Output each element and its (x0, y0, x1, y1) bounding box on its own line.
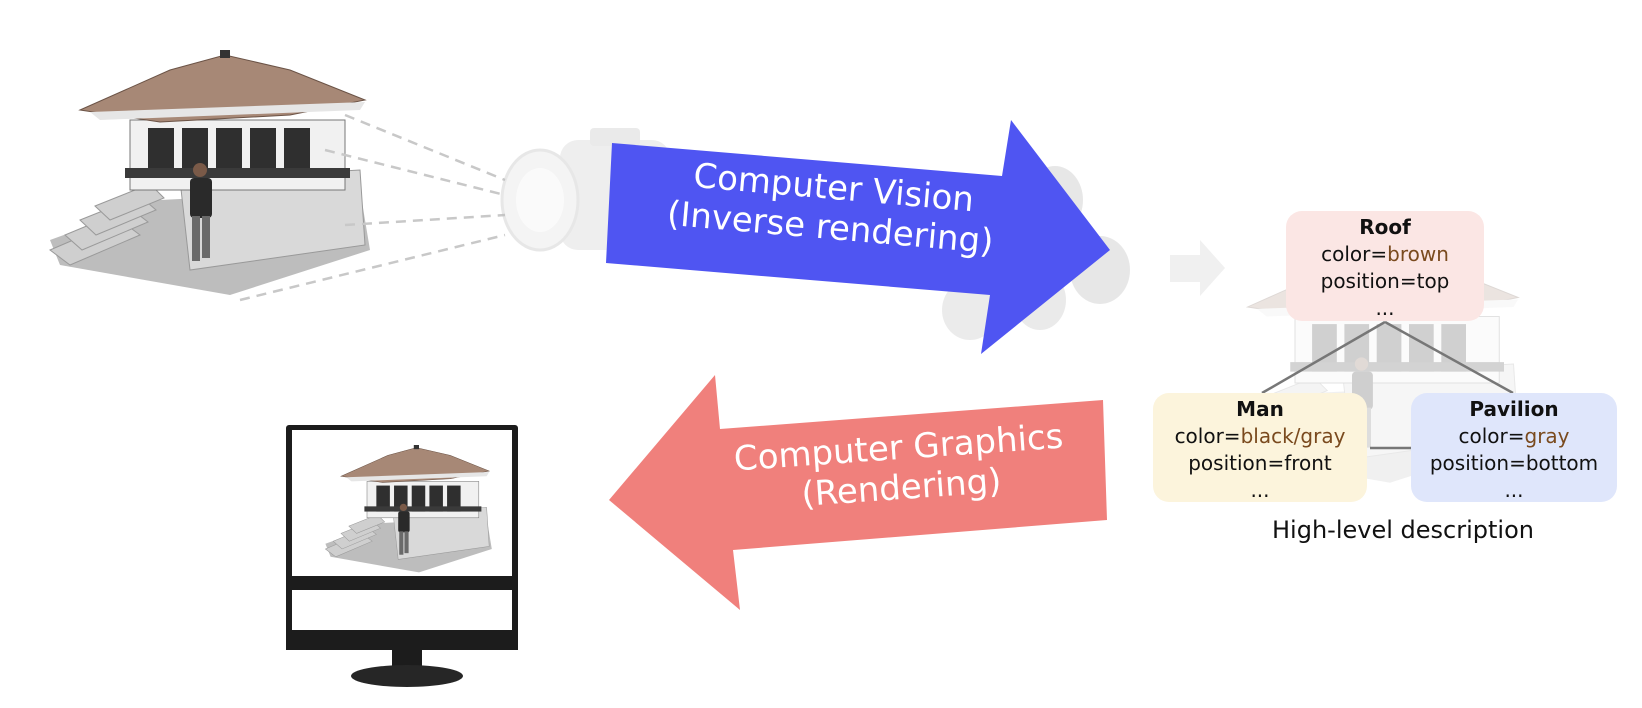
man-node-color: color=black/gray (1174, 424, 1346, 448)
roof-node-position: position=top (1320, 269, 1450, 293)
man-node-position: position=front (1188, 451, 1332, 475)
pavilion-node-color: color=gray (1458, 424, 1570, 448)
tree-connectors (1261, 320, 1514, 450)
small-arrow-icon (1170, 240, 1225, 296)
roof-node-color: color=brown (1321, 242, 1449, 266)
vision-arrow (606, 120, 1110, 354)
roof-node-title: Roof (1359, 215, 1411, 239)
man-node: Man color=black/gray position=front ... (1153, 393, 1367, 502)
scene-pavilion-illustration (49, 49, 371, 296)
pavilion-node-title: Pavilion (1469, 397, 1559, 421)
pavilion-node: Pavilion color=gray position=bottom ... (1411, 393, 1617, 502)
pavilion-node-position: position=bottom (1429, 451, 1599, 475)
pavilion-node-more: ... (1504, 478, 1524, 502)
roof-node: Roof color=brown position=top ... (1286, 211, 1484, 321)
roof-node-more: ... (1375, 296, 1395, 320)
monitor-icon (286, 425, 518, 687)
projection-lines (239, 113, 506, 302)
man-node-title: Man (1236, 397, 1284, 421)
graphics-arrow (609, 375, 1107, 610)
man-node-more: ... (1250, 478, 1270, 502)
high-level-description-caption: High-level description (1272, 516, 1534, 544)
